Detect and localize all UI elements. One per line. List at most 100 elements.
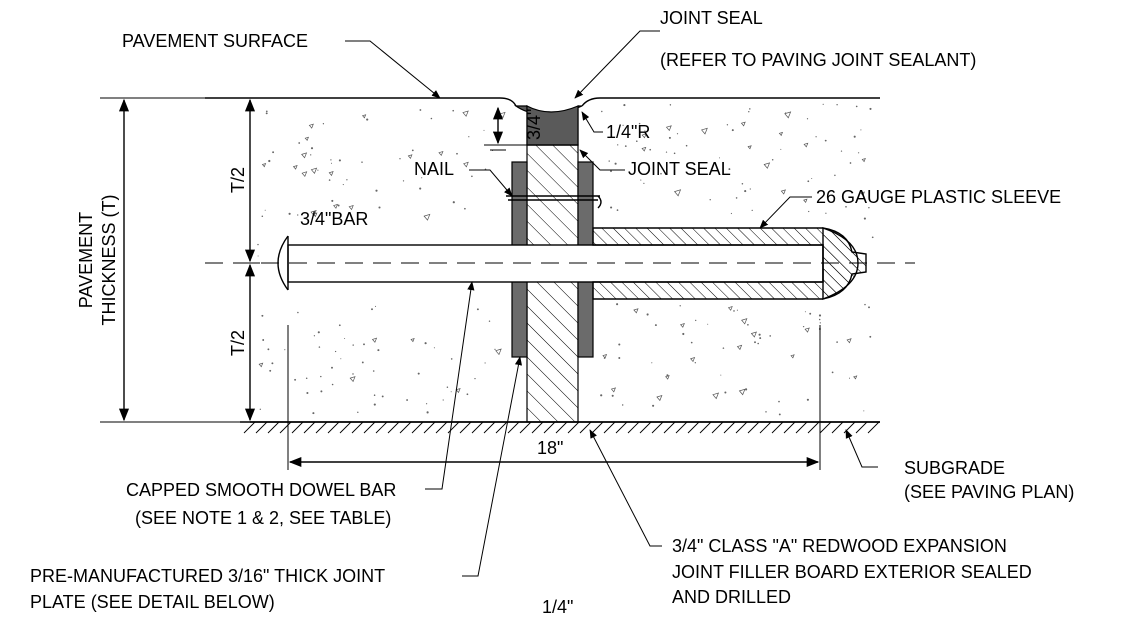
aggregate-dot [863,410,865,412]
aggregate-dot [749,188,751,190]
aggregate-dot [421,177,423,179]
subgrade-hatch-tick [291,421,304,434]
aggregate-dot [312,412,315,415]
subgrade-hatch-tick [819,421,832,434]
aggregate-dot [430,117,433,120]
aggregate-dot [726,124,729,126]
aggregate-dot [372,370,375,372]
aggregate-dot [357,411,359,414]
aggregate-dot [484,362,486,364]
aggregate-dot [265,112,268,115]
aggregate-dot [366,118,369,121]
dowel-bar-label: CAPPED SMOOTH DOWEL BAR [126,480,396,500]
subgrade-hatch-tick [735,421,748,434]
bottom-dimension-label: 1/4" [542,597,573,617]
subgrade-hatch-tick [543,421,556,434]
aggregate-triangle [853,375,858,380]
aggregate-dot [352,373,354,375]
aggregate-triangle [727,306,733,311]
aggregate-triangle [784,111,792,119]
aggregate-dot [848,377,851,379]
nail [506,195,602,209]
aggregate-dot [417,372,420,375]
subgrade-hatch-tick [651,421,664,434]
aggregate-dot [871,236,874,239]
aggregate-dot [328,179,331,181]
aggregate-dot [780,148,782,150]
aggregate-dot [836,104,838,106]
filler-board-label-1: 3/4" CLASS "A" REDWOOD EXPANSION [672,536,1007,556]
aggregate-triangle [410,337,415,343]
aggregate-triangle [455,388,461,394]
filler-board-label-3: AND DRILLED [672,587,791,607]
aggregate-triangle [633,308,639,314]
aggregate-dot [344,337,346,340]
aggregate-dot [297,311,299,314]
aggregate-dot [771,158,774,161]
aggregate-dot [868,306,870,309]
aggregate-dot [610,206,613,209]
aggregate-dot [334,350,337,353]
aggregate-dot [424,342,427,345]
aggregate-dot [643,182,645,184]
subgrade-hatch-tick [759,421,772,434]
aggregate-dot [337,204,340,207]
pavement-surface-label: PAVEMENT SURFACE [122,31,308,51]
aggregate-dot [456,152,458,155]
subgrade-hatch-tick [795,421,808,434]
aggregate-dot [824,139,827,142]
plastic-sleeve-label: 26 GAUGE PLASTIC SLEEVE [816,187,1061,207]
aggregate-dot [306,391,309,395]
aggregate-dot [468,136,470,138]
aggregate-dot [651,362,653,364]
aggregate-dot [853,135,856,138]
aggregate-triangle [665,125,672,132]
aggregate-dot [294,378,297,381]
aggregate-dot [483,129,485,131]
aggregate-triangle [301,152,308,159]
subgrade-hatch-tick [603,421,616,434]
aggregate-triangle [371,337,378,343]
subgrade-hatch-tick [279,421,292,434]
aggregate-triangle [292,165,298,170]
pavement-thickness-label-2: THICKNESS (T) [99,194,119,325]
subgrade-hatch-tick [339,421,352,434]
aggregate-dot [363,343,365,346]
subgrade-hatch-tick [807,421,820,434]
aggregate-dot [374,305,377,307]
dowel-bar-note-label: (SEE NOTE 1 & 2, SEE TABLE) [135,508,391,528]
aggregate-triangle [738,388,746,396]
aggregate-dot [747,323,749,326]
aggregate-triangle [328,171,334,177]
aggregate-dot [624,145,627,147]
aggregate-triangle [495,348,502,356]
aggregate-triangle [610,387,616,393]
subgrade-hatch-tick [303,421,316,434]
subgrade-hatch-tick [591,421,604,434]
aggregate-dot [730,212,732,215]
aggregate-dot [600,394,603,397]
aggregate-dot [271,362,274,365]
subgrade-hatch-tick [459,421,472,434]
aggregate-dot [831,371,834,374]
aggregate-dot [466,393,469,396]
aggregate-dot [340,358,342,360]
aggregate-dot [381,395,384,398]
aggregate-dot [411,149,414,152]
aggregate-triangle [463,161,469,168]
aggregate-dot [623,104,626,107]
subgrade-hatch-tick [375,421,388,434]
aggregate-triangle [803,198,808,204]
aggregate-triangle [747,145,752,150]
aggregate-dot [804,311,806,313]
aggregate-dot [731,129,734,132]
aggregate-dot [318,346,321,348]
aggregate-dot [317,331,320,334]
aggregate-dot [406,399,409,401]
aggregate-dot [330,159,332,161]
subgrade-hatch-tick [567,421,580,434]
aggregate-dot [471,175,473,178]
dowel-length-dimension [287,325,821,470]
aggregate-dot [857,152,860,154]
